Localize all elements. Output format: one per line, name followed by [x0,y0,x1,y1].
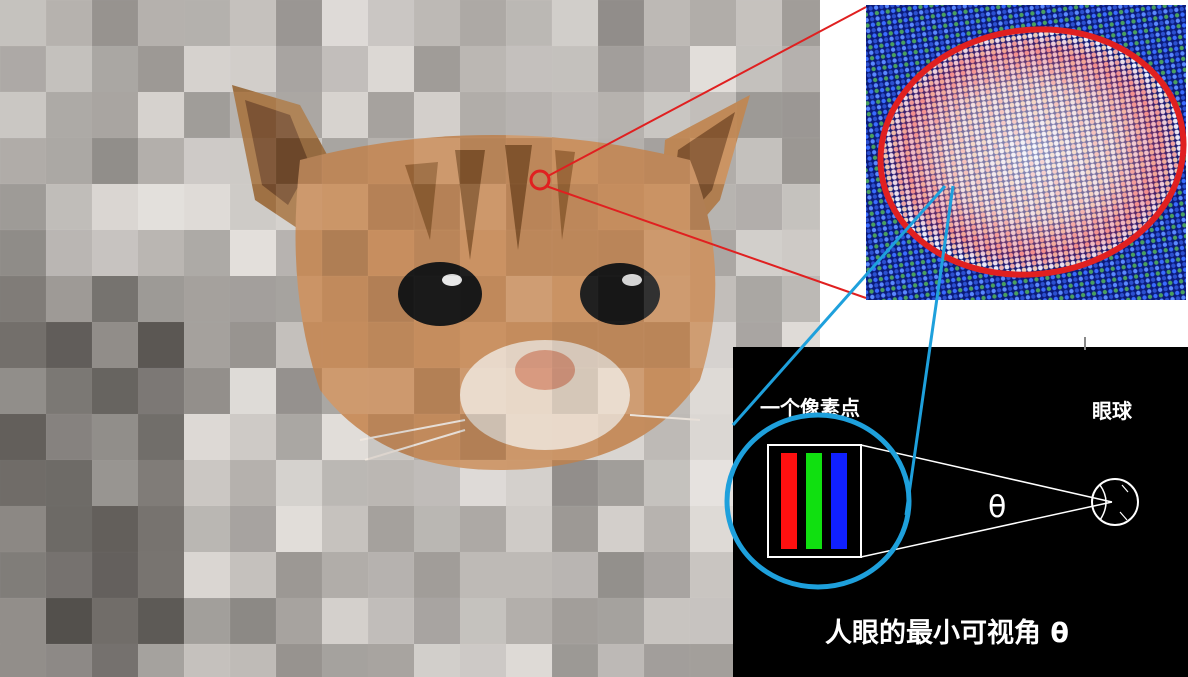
screen-subpixel-closeup [866,5,1187,300]
visual-angle-panel: 一个像素点 眼球 θ 人眼的最小可视角 θ [733,337,1188,677]
subpixel-blue [831,453,847,549]
eyeball-icon [1091,478,1139,526]
red-callout-lines [529,6,867,299]
red-callout-ellipse [877,26,1187,278]
subpixel-red [781,453,797,549]
subpixel-green [806,453,822,549]
theta-symbol: θ [988,490,1006,525]
pixelated-cat-photo [0,0,820,677]
eye-label: 眼球 [1092,399,1133,423]
cat-face [232,85,750,470]
blue-callout [724,185,955,590]
diagram-caption: 人眼的最小可视角 θ [825,617,1069,649]
